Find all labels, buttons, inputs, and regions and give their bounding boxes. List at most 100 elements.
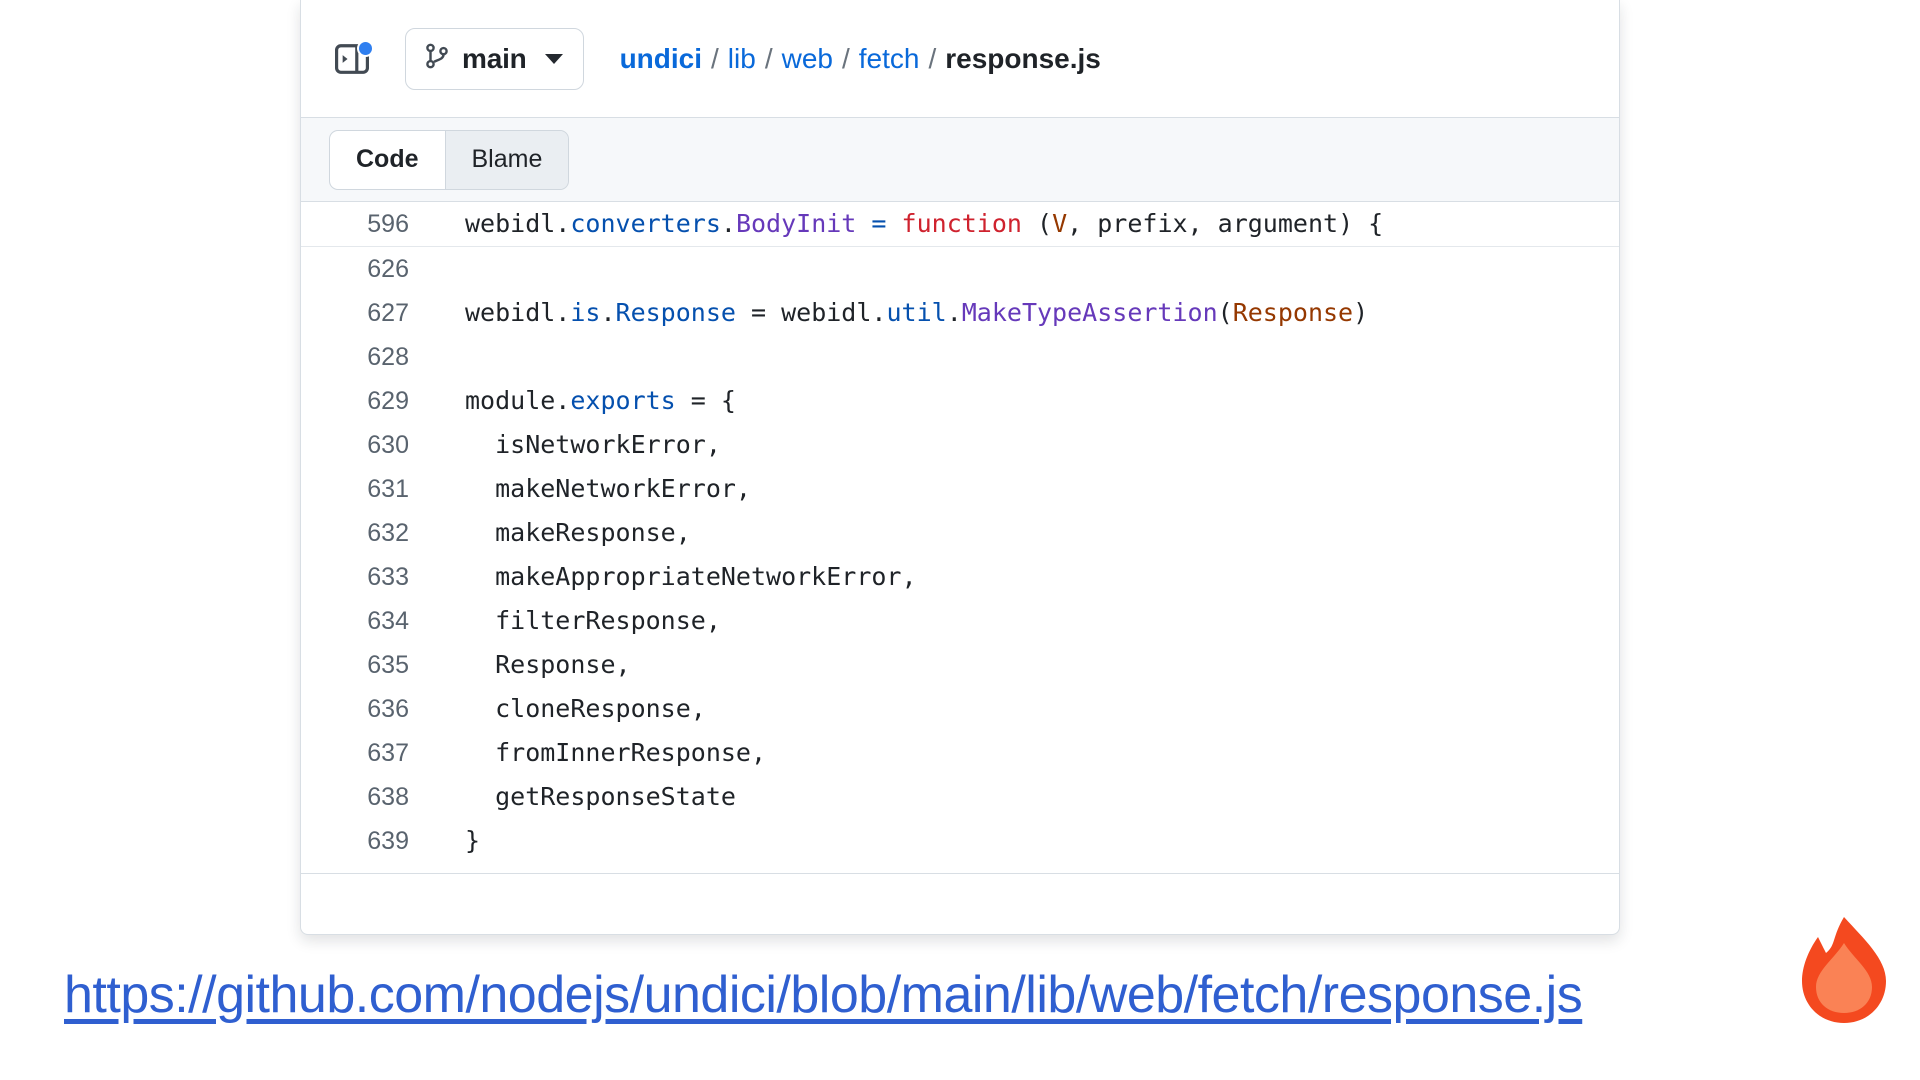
code-line-text[interactable]: makeNetworkError, [409, 467, 751, 511]
code-line-text[interactable]: getResponseState [409, 775, 736, 819]
line-number[interactable]: 629 [367, 387, 409, 415]
branch-name-label: main [462, 42, 527, 74]
notification-dot [357, 39, 374, 57]
code-token: . [946, 298, 962, 327]
code-token: cloneResponse, [465, 694, 706, 723]
line-number[interactable]: 631 [367, 475, 409, 503]
code-line-text[interactable]: filterResponse, [409, 599, 721, 643]
file-header: main undici / lib / web / fetch / respon… [301, 0, 1619, 118]
code-line-text[interactable]: makeAppropriateNetworkError, [409, 555, 917, 599]
breadcrumb-filename: response.js [945, 42, 1101, 74]
code-token: getResponseState [465, 782, 736, 811]
code-line: 628 [301, 335, 1619, 379]
code-token: makeAppropriateNetworkError, [465, 562, 917, 591]
line-number[interactable]: 635 [367, 651, 409, 679]
code-line-text[interactable]: cloneResponse, [409, 687, 706, 731]
code-token: ( [1217, 298, 1233, 327]
code-token: fromInnerResponse, [465, 738, 767, 767]
line-number[interactable]: 630 [367, 431, 409, 459]
line-number[interactable]: 633 [367, 563, 409, 591]
code-token: ) [1353, 298, 1369, 327]
code-bottom-divider [301, 873, 1619, 874]
chevron-down-icon [544, 53, 563, 64]
code-line-text[interactable]: module.exports = { [409, 379, 736, 423]
code-line: 630 isNetworkError, [301, 423, 1619, 467]
code-line-text[interactable]: } [409, 819, 480, 863]
code-token: util [886, 298, 947, 327]
git-branch-icon [424, 42, 450, 75]
branch-picker-button[interactable]: main [405, 27, 584, 90]
line-number[interactable]: 627 [367, 299, 409, 327]
breadcrumb-repo[interactable]: undici [619, 42, 703, 74]
code-line: 637 fromInnerResponse, [301, 731, 1619, 775]
code-line: 639} [301, 819, 1619, 863]
file-viewer-card: main undici / lib / web / fetch / respon… [300, 0, 1620, 935]
line-number[interactable]: 628 [367, 343, 409, 371]
code-line: 635 Response, [301, 643, 1619, 687]
code-token: filterResponse, [465, 606, 721, 635]
line-number[interactable]: 638 [367, 783, 409, 811]
code-token: = { [675, 386, 736, 415]
code-token: ( [1021, 209, 1053, 238]
code-token: = webidl. [735, 298, 887, 327]
breadcrumb-separator: / [711, 42, 719, 74]
code-token: exports [570, 386, 676, 415]
code-line: 626 [301, 247, 1619, 291]
line-number[interactable]: 634 [367, 607, 409, 635]
code-line: 638 getResponseState [301, 775, 1619, 819]
line-number[interactable]: 637 [367, 739, 409, 767]
code-token: converters [570, 209, 721, 238]
code-line-text[interactable]: isNetworkError, [409, 423, 721, 467]
code-token: = [871, 209, 887, 238]
line-number[interactable]: 626 [367, 255, 409, 283]
code-line-text[interactable]: makeResponse, [409, 511, 691, 555]
code-token: is [570, 298, 601, 327]
code-token: module. [465, 386, 571, 415]
source-url-link[interactable]: https://github.com/nodejs/undici/blob/ma… [64, 966, 1583, 1024]
line-number[interactable]: 636 [367, 695, 409, 723]
breadcrumb-dir-web[interactable]: web [781, 42, 833, 74]
code-token [886, 209, 901, 238]
breadcrumb-dir-lib[interactable]: lib [727, 42, 756, 74]
code-line: 633 makeAppropriateNetworkError, [301, 555, 1619, 599]
sidebar-expand-icon[interactable] [329, 36, 375, 82]
code-blame-segmented-control: Code Blame [329, 129, 570, 190]
code-token: , prefix, argument) { [1067, 209, 1384, 238]
breadcrumb-dir-fetch[interactable]: fetch [858, 42, 920, 74]
tab-blame[interactable]: Blame [445, 130, 569, 189]
code-token: Response, [465, 650, 631, 679]
code-token [856, 209, 871, 238]
line-number[interactable]: 632 [367, 519, 409, 547]
code-line-text[interactable]: webidl.is.Response = webidl.util.MakeTyp… [409, 291, 1368, 335]
code-line-text[interactable]: fromInnerResponse, [409, 731, 766, 775]
code-line: 631 makeNetworkError, [301, 467, 1619, 511]
code-token: isNetworkError, [465, 430, 721, 459]
code-token: makeNetworkError, [465, 474, 751, 503]
code-token: BodyInit [735, 209, 857, 238]
code-line-text[interactable]: Response, [409, 643, 631, 687]
code-line: 634 filterResponse, [301, 599, 1619, 643]
code-token: function [901, 209, 1022, 238]
code-token: Response [615, 298, 736, 327]
breadcrumb-separator: / [764, 42, 773, 74]
code-token: . [600, 298, 616, 327]
breadcrumb: undici / lib / web / fetch / response.js [620, 43, 1101, 75]
breadcrumb-separator: / [928, 42, 937, 74]
view-tab-bar: Code Blame [301, 118, 1619, 202]
code-token: webidl. [465, 298, 571, 327]
code-token: V [1052, 209, 1068, 238]
tab-code[interactable]: Code [330, 130, 446, 189]
code-line-text[interactable]: webidl.converters.BodyInit = function (V… [409, 202, 1383, 246]
code-token: Response [1232, 298, 1354, 327]
breadcrumb-separator: / [841, 42, 850, 74]
code-token: makeResponse, [465, 518, 691, 547]
line-number[interactable]: 596 [367, 210, 409, 238]
code-line: 636 cloneResponse, [301, 687, 1619, 731]
line-number[interactable]: 639 [367, 827, 409, 855]
code-token: } [465, 826, 481, 855]
